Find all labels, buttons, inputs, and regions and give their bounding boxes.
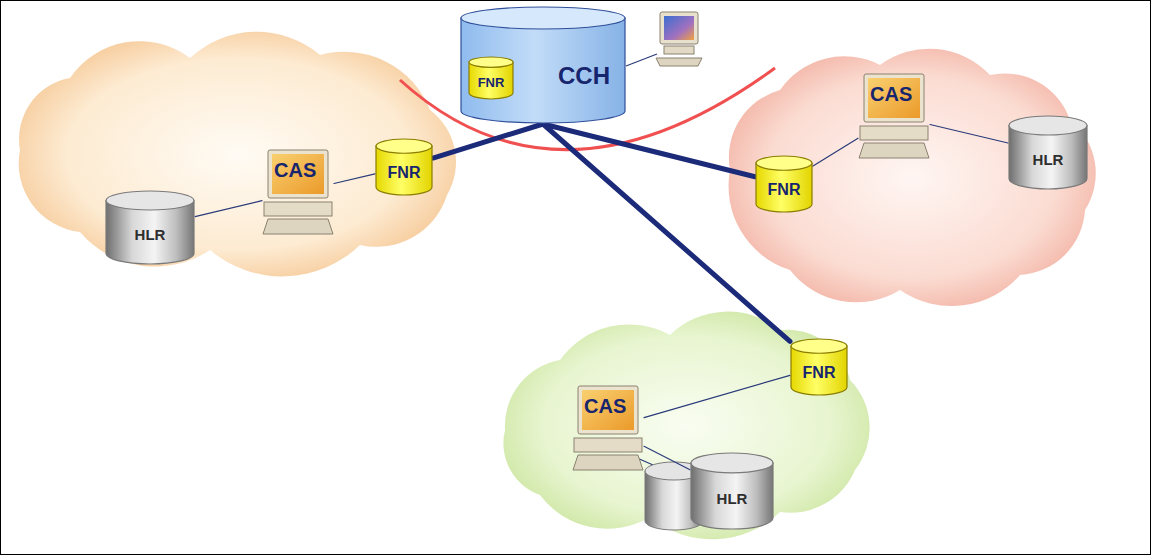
database-cylinder: FNR: [790, 338, 848, 396]
workstation: CAS: [858, 72, 930, 160]
link-line: [334, 174, 375, 184]
node-label: FNR: [803, 365, 836, 381]
system-unit: [574, 438, 642, 452]
monitor: [864, 74, 924, 122]
cylinder-top: [461, 7, 625, 29]
workstation-icon: [656, 12, 702, 66]
cylinder-top: [106, 191, 194, 210]
screen: [272, 154, 324, 194]
cylinder-top: [469, 57, 513, 67]
node-label: FNR: [388, 165, 421, 181]
database-cylinder: HLR: [690, 452, 774, 530]
node-label: CCH: [558, 64, 610, 88]
system-unit: [860, 126, 928, 140]
node-label: HLR: [717, 491, 748, 506]
link-line: [644, 375, 790, 417]
node-label: CAS: [274, 160, 316, 180]
cylinder-top: [791, 339, 847, 353]
link-line: [813, 138, 858, 166]
network-cloud: [503, 312, 869, 540]
workstation: CAS: [572, 384, 644, 472]
node-label: CAS: [584, 396, 626, 416]
database-cylinder: CCH FNR: [460, 6, 626, 124]
node-label: CAS: [870, 84, 912, 104]
network-cloud: [19, 32, 456, 277]
link-line: [644, 446, 690, 469]
node-label: FNR: [478, 76, 505, 89]
system-unit: [264, 202, 332, 216]
link-line: [195, 201, 262, 217]
screen: [868, 78, 920, 118]
cylinder-body: [461, 18, 625, 123]
database-cylinder: FNR: [755, 155, 813, 213]
database-cylinder: FNR: [375, 138, 433, 196]
node-label: HLR: [135, 227, 166, 242]
screen: [582, 390, 634, 430]
cylinder-top: [691, 453, 773, 473]
monitor: [268, 150, 328, 198]
node-label: HLR: [1033, 152, 1064, 167]
database-cylinder: HLR: [105, 190, 195, 265]
cylinder-top: [1009, 116, 1087, 135]
link-line: [930, 125, 1008, 143]
cylinder-top: [376, 139, 432, 153]
database-cylinder: FNR: [468, 56, 514, 100]
monitor: [578, 386, 638, 434]
keyboard: [263, 219, 333, 234]
wire: [626, 54, 657, 66]
network-cloud: [729, 49, 1096, 306]
workstation: CAS: [262, 148, 334, 236]
database-cylinder: HLR: [1008, 115, 1088, 190]
keyboard: [859, 143, 929, 158]
keyboard: [573, 455, 643, 470]
node-label: FNR: [768, 182, 801, 198]
cylinder-top: [756, 156, 812, 170]
link-line: [543, 124, 790, 341]
link-line: [433, 124, 543, 158]
